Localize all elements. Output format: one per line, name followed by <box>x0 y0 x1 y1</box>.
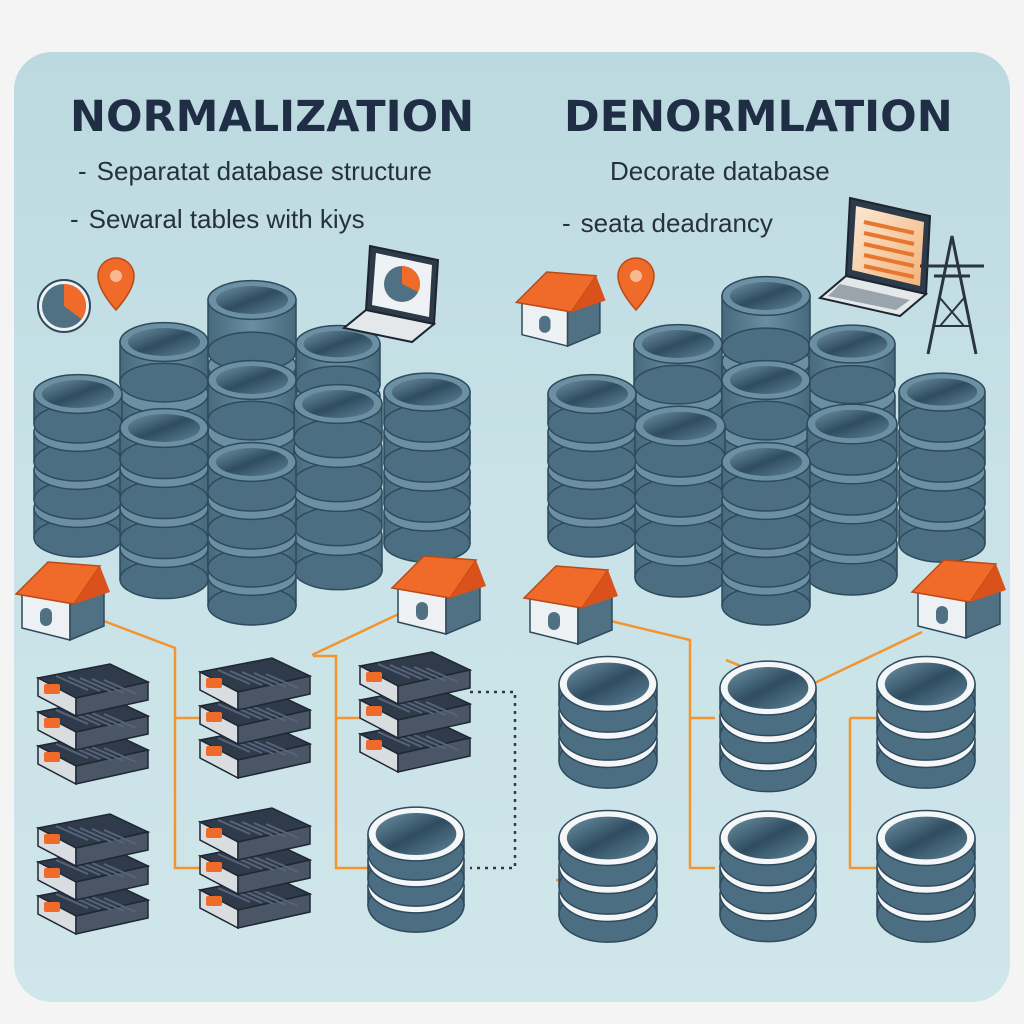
house-icon <box>390 555 486 636</box>
normalization-bullet-1: -Separatat database structure <box>78 156 432 186</box>
connector-line <box>799 630 923 692</box>
denormalization-title: DENORMLATION <box>564 92 953 142</box>
server-icon <box>35 663 151 786</box>
house-icon <box>910 559 1006 640</box>
pie-chart-icon <box>37 279 91 333</box>
denormalization-bullet-2: -seata deadrancy <box>562 208 773 238</box>
database-icon <box>719 660 817 793</box>
database-icon <box>33 373 123 558</box>
connector-line <box>311 610 404 657</box>
location-pin-icon <box>97 257 135 312</box>
connector-line <box>848 718 876 870</box>
database-icon <box>293 383 383 591</box>
database-icon <box>558 655 658 789</box>
house-icon <box>514 271 606 348</box>
database-icon <box>558 809 658 943</box>
denormalization-bullet-1: Decorate database <box>610 156 830 187</box>
normalization-title: NORMALIZATION <box>70 92 475 142</box>
bullet-text: Separatat database structure <box>96 156 432 186</box>
server-icon <box>35 813 151 936</box>
laptop-icon <box>341 244 440 344</box>
connector-line <box>597 616 715 870</box>
connector-line <box>313 654 368 870</box>
bullet-text: seata deadrancy <box>580 208 773 238</box>
icon-layer <box>14 196 1006 943</box>
database-icon <box>898 372 986 563</box>
database-icon <box>634 405 726 598</box>
database-icon <box>547 373 637 558</box>
database-icon <box>367 806 465 933</box>
transmission-tower-icon <box>920 235 984 355</box>
connector-line <box>470 690 517 870</box>
bullet-text: Decorate database <box>610 156 830 186</box>
connector-line <box>87 613 215 870</box>
server-icon <box>197 807 313 930</box>
database-icon <box>119 407 209 600</box>
database-icon <box>721 441 811 626</box>
normalization-bullet-2: -Sewaral tables with kiys <box>70 204 365 234</box>
house-icon <box>522 565 618 646</box>
server-icon <box>197 657 313 780</box>
server-icon <box>357 651 473 774</box>
house-icon <box>14 561 110 642</box>
bullet-text: Sewaral tables with kiys <box>88 204 365 234</box>
database-icon <box>207 441 297 626</box>
database-icon <box>383 372 471 563</box>
database-icon <box>876 809 976 943</box>
database-icon <box>876 655 976 789</box>
database-icon <box>719 810 817 943</box>
location-pin-icon <box>617 257 655 312</box>
database-icon <box>806 403 898 596</box>
laptop-icon <box>817 196 932 318</box>
